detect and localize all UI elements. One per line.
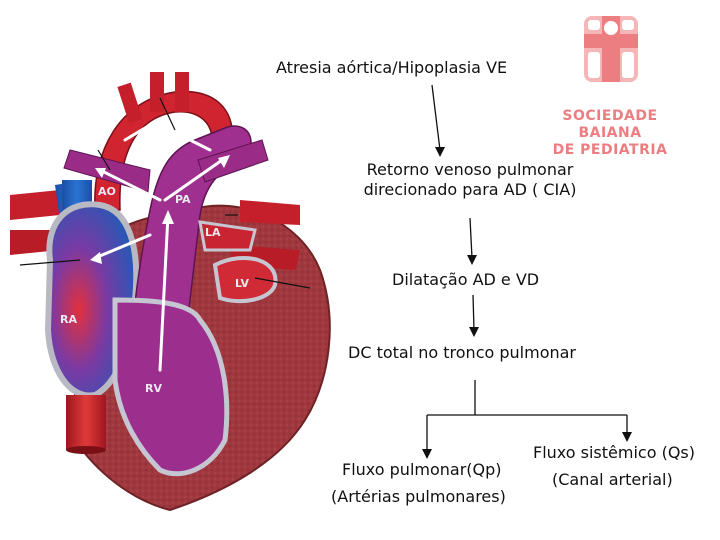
left-ventricle [212, 255, 278, 304]
logo-text-line1: SOCIEDADE [562, 108, 658, 124]
flow-step-4: DC total no tronco pulmonar [348, 343, 577, 362]
flow-step-2-line2: direcionado para AD ( CIA) [363, 180, 577, 199]
label-pa: PA [175, 193, 191, 206]
logo-text-line2: BAIANA [578, 125, 642, 141]
flow-step-3: Dilatação AD e VD [392, 270, 540, 289]
label-ao: AO [98, 185, 116, 198]
right-ventricle [112, 297, 230, 477]
flow-step-2-line1: Retorno venoso pulmonar [366, 160, 574, 179]
branch-right-line2: (Canal arterial) [552, 470, 673, 489]
branch-left-line1: Fluxo pulmonar(Qp) [342, 460, 502, 479]
label-rv: RV [145, 382, 162, 395]
logo-mark [582, 14, 640, 84]
logo-text-line3: DE PEDIATRIA [552, 142, 668, 158]
flow-step-1: Atresia aórtica/Hipoplasia VE [276, 58, 508, 77]
branch-left-line2: (Artérias pulmonares) [331, 487, 506, 506]
left-atrium [198, 220, 257, 252]
label-lv: LV [235, 277, 249, 290]
branch-right-line1: Fluxo sistêmico (Qs) [533, 443, 695, 462]
flow-step-2: Retorno venoso pulmonar direcionado para… [340, 160, 600, 200]
label-ra: RA [60, 313, 77, 326]
inferior-vena-cava [66, 395, 106, 450]
label-la: LA [205, 226, 221, 239]
